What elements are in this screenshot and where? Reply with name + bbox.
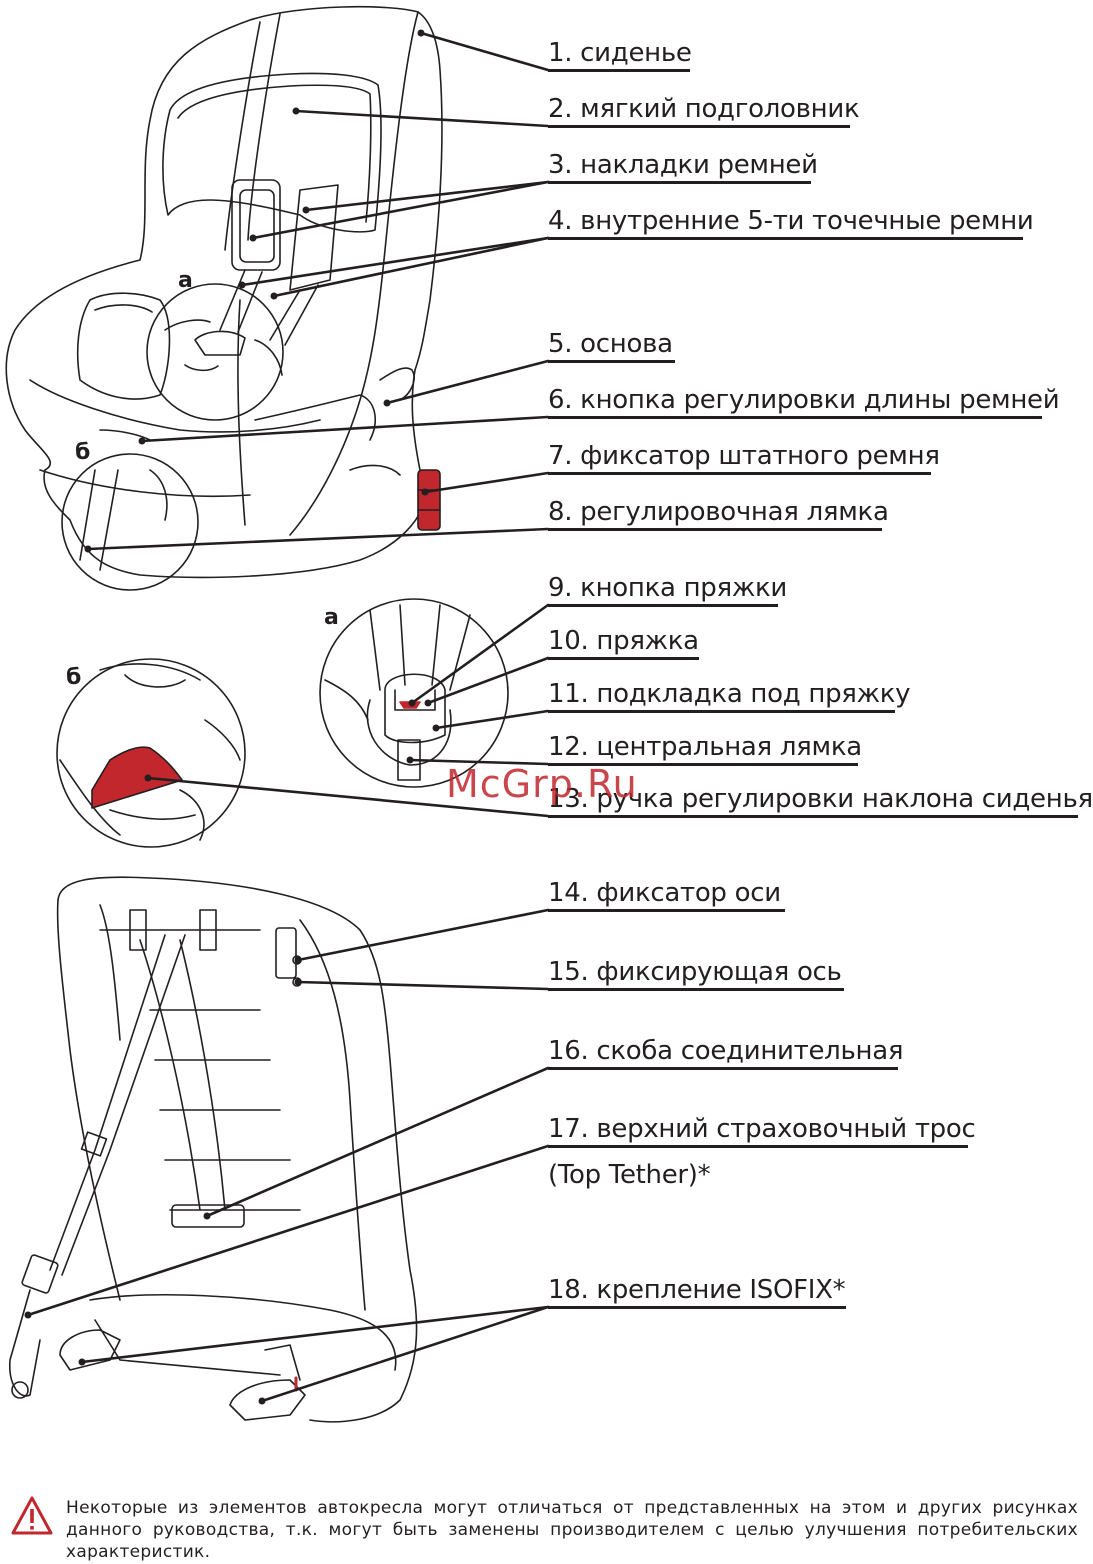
disclaimer-note: Некоторые из элементов автокресла могут … [66,1498,1078,1562]
label-underline [548,763,858,766]
label-central-strap: 12. центральная лямка [548,732,862,762]
label-underline [548,181,811,184]
label-underline [548,909,785,912]
seat-front-view [5,5,443,591]
label-5-point-harness: 4. внутренние 5-ти точечные ремни [548,206,1034,236]
label-buckle-button: 9. кнопка пряжки [548,573,787,603]
label-underline [548,815,1078,818]
label-underline [548,69,690,72]
recline-detail-b [56,658,246,848]
warning-triangle-icon [11,1496,53,1535]
leader-lines [26,31,550,1403]
label-isofix: 18. крепление ISOFIX* [548,1275,846,1305]
label-belt-lock: 7. фиксатор штатного ремня [548,441,940,471]
label-underline [548,416,1042,419]
label-top-tether-en: (Top Tether)* [548,1160,711,1190]
label-fixing-axis: 15. фиксирующая ось [548,957,842,987]
buckle-detail-a [319,598,509,788]
watermark: McGrp.Ru [446,762,638,806]
label-underline [548,237,1023,240]
label-top-tether: 17. верхний страховочный трос [548,1114,976,1144]
detail-letter-a: а [324,605,339,630]
label-adjust-strap: 8. регулировочная лямка [548,497,889,527]
label-buckle-pad: 11. подкладка под пряжку [548,679,911,709]
label-headrest: 2. мягкий подголовник [548,94,860,124]
label-harness-adjust-button: 6. кнопка регулировки длины ремней [548,385,1060,415]
label-buckle: 10. пряжка [548,626,699,656]
label-underline [548,1306,846,1309]
detail-letter-b-top: б [75,440,91,465]
leader-dots [24,29,440,1405]
label-base: 5. основа [548,329,673,359]
label-underline [548,710,895,713]
label-underline [548,657,699,660]
label-underline [548,472,931,475]
seat-rear-view [9,876,418,1423]
label-underline [548,360,675,363]
label-harness-pads: 3. накладки ремней [548,150,818,180]
label-underline [548,125,850,128]
detail-letter-b: б [66,665,82,690]
label-axis-lock: 14. фиксатор оси [548,878,781,908]
label-underline [548,528,882,531]
label-underline [548,1067,898,1070]
detail-letter-a-top: а [178,268,193,293]
label-recline-handle: 13. ручка регулировки наклона сиденья [548,784,1093,814]
label-connecting-bracket: 16. скоба соединительная [548,1036,904,1066]
label-underline [548,604,778,607]
label-underline [548,1145,968,1148]
label-seat: 1. сиденье [548,38,692,68]
label-underline [548,988,844,991]
